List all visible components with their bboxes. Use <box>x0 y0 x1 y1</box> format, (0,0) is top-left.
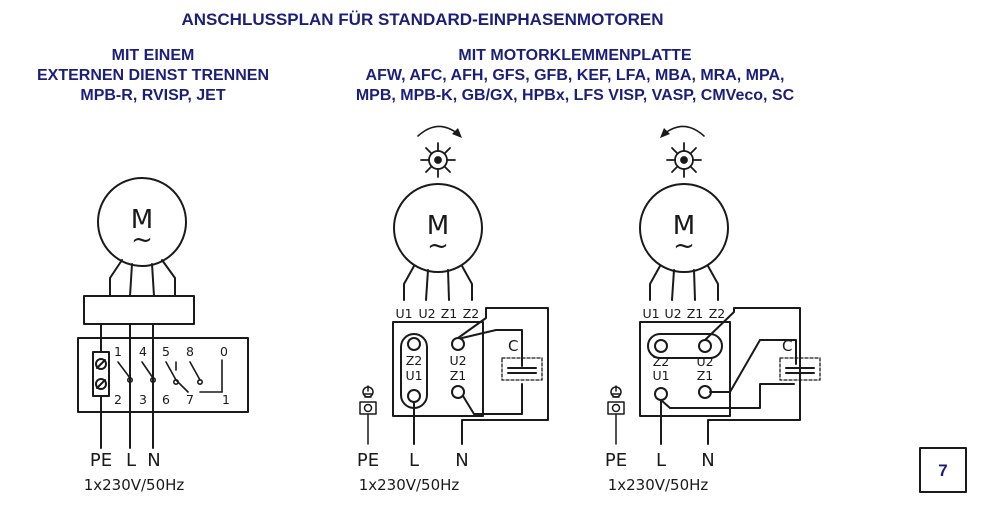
terminal-pe: PE <box>357 450 379 471</box>
terminal-u2: U2 <box>696 354 713 369</box>
supply-rating: 1x230V/50Hz <box>608 476 709 494</box>
motor-tilde: ~ <box>427 231 449 261</box>
rotation-arrow-icon <box>417 125 459 137</box>
terminal-n: N <box>701 450 714 471</box>
capacitor-label: C <box>782 337 792 355</box>
left-diagram-heading: MIT EINEM EXTERNEN DIENST TRENNEN MPB-R,… <box>0 46 306 106</box>
page-number: 7 <box>938 461 947 480</box>
switch-label-top-4: 8 <box>186 344 194 359</box>
capacitor-icon <box>501 357 543 381</box>
switch-label-bottom-2: 3 <box>139 392 147 407</box>
terminal-pe: PE <box>90 450 112 471</box>
terminal-l: L <box>409 450 419 471</box>
motor-circle <box>97 177 187 267</box>
supply-rating: 1x230V/50Hz <box>84 476 185 494</box>
right-heading-line-1: MIT MOTORKLEMMENPLATTE <box>458 47 692 64</box>
motor-tilde: ~ <box>673 231 695 261</box>
right-diagram: M ~ U1 U2 Z1 Z2 Z2 U1 U2 Z1 C PE L N 1x2… <box>605 125 821 494</box>
switch-label-top-1: 1 <box>114 344 122 359</box>
right-heading-line-2: AFW, AFC, AFH, GFS, GFB, KEF, LFA, MBA, … <box>365 67 785 84</box>
terminal-bridge <box>647 333 723 359</box>
left-heading-line-1: MIT EINEM <box>111 47 195 64</box>
ground-icon <box>359 385 377 445</box>
terminal-l: L <box>126 450 136 471</box>
motor-circle <box>639 183 729 273</box>
supply-rating: 1x230V/50Hz <box>359 476 460 494</box>
switch-label-bottom-3: 6 <box>162 392 170 407</box>
switch-label-top-3: 5 <box>162 344 170 359</box>
capacitor-label: C <box>508 337 518 355</box>
switch-label-top-5: 0 <box>220 344 228 359</box>
terminal-l: L <box>656 450 666 471</box>
switch-label-bottom-5: 1 <box>222 392 230 407</box>
terminal-u2: U2 <box>449 353 466 368</box>
left-diagram: M ~ 1 4 5 8 0 2 3 <box>77 177 249 494</box>
right-heading-line-3: MPB, MPB-K, GB/GX, HPBx, LFS VISP, VASP,… <box>355 87 795 104</box>
right-group-heading: MIT MOTORKLEMMENPLATTE AFW, AFC, AFH, GF… <box>345 46 805 106</box>
left-heading-line-2: EXTERNEN DIENST TRENNEN <box>36 67 270 84</box>
motor-connector-block <box>83 295 195 325</box>
lead-z2: Z2 <box>709 306 726 321</box>
switch-label-bottom-4: 7 <box>186 392 194 407</box>
terminal-z2: Z2 <box>653 354 670 369</box>
terminal-box <box>392 321 484 417</box>
lead-u1: U1 <box>642 306 659 321</box>
page-number-box <box>919 447 967 493</box>
motor-tilde: ~ <box>131 225 153 255</box>
fan-wheel-icon <box>666 142 702 178</box>
capacitor-icon <box>779 357 821 381</box>
motor-label: M <box>131 205 153 235</box>
lead-u2: U2 <box>418 306 435 321</box>
terminal-u1: U1 <box>405 368 422 383</box>
lead-z2: Z2 <box>463 306 480 321</box>
terminal-z1: Z1 <box>450 368 467 383</box>
knife-switch-icon <box>117 359 223 393</box>
ground-icon <box>607 385 625 445</box>
motor-label: M <box>673 211 695 241</box>
switch-box <box>77 337 249 413</box>
lead-z1: Z1 <box>687 306 704 321</box>
terminal-z2: Z2 <box>406 353 423 368</box>
switch-label-bottom-1: 2 <box>114 392 122 407</box>
switch-label-top-2: 4 <box>139 344 147 359</box>
page-title: ANSCHLUSSPLAN FÜR STANDARD-EINPHASENMOTO… <box>181 10 664 29</box>
terminal-box <box>639 321 731 417</box>
fan-wheel-icon <box>420 142 456 178</box>
left-heading-line-3: MPB-R, RVISP, JET <box>80 87 226 104</box>
terminal-n: N <box>147 450 160 471</box>
terminal-n: N <box>455 450 468 471</box>
terminal-u1: U1 <box>652 368 669 383</box>
middle-diagram: M ~ U1 U2 Z1 Z2 Z2 U1 U2 Z1 C PE <box>357 125 549 494</box>
motor-label: M <box>427 211 449 241</box>
motor-circle <box>393 183 483 273</box>
terminal-pe: PE <box>605 450 627 471</box>
lead-u1: U1 <box>395 306 412 321</box>
lead-z1: Z1 <box>441 306 458 321</box>
terminal-z1: Z1 <box>697 368 714 383</box>
rotation-arrow-icon <box>663 125 705 137</box>
lead-u2: U2 <box>664 306 681 321</box>
